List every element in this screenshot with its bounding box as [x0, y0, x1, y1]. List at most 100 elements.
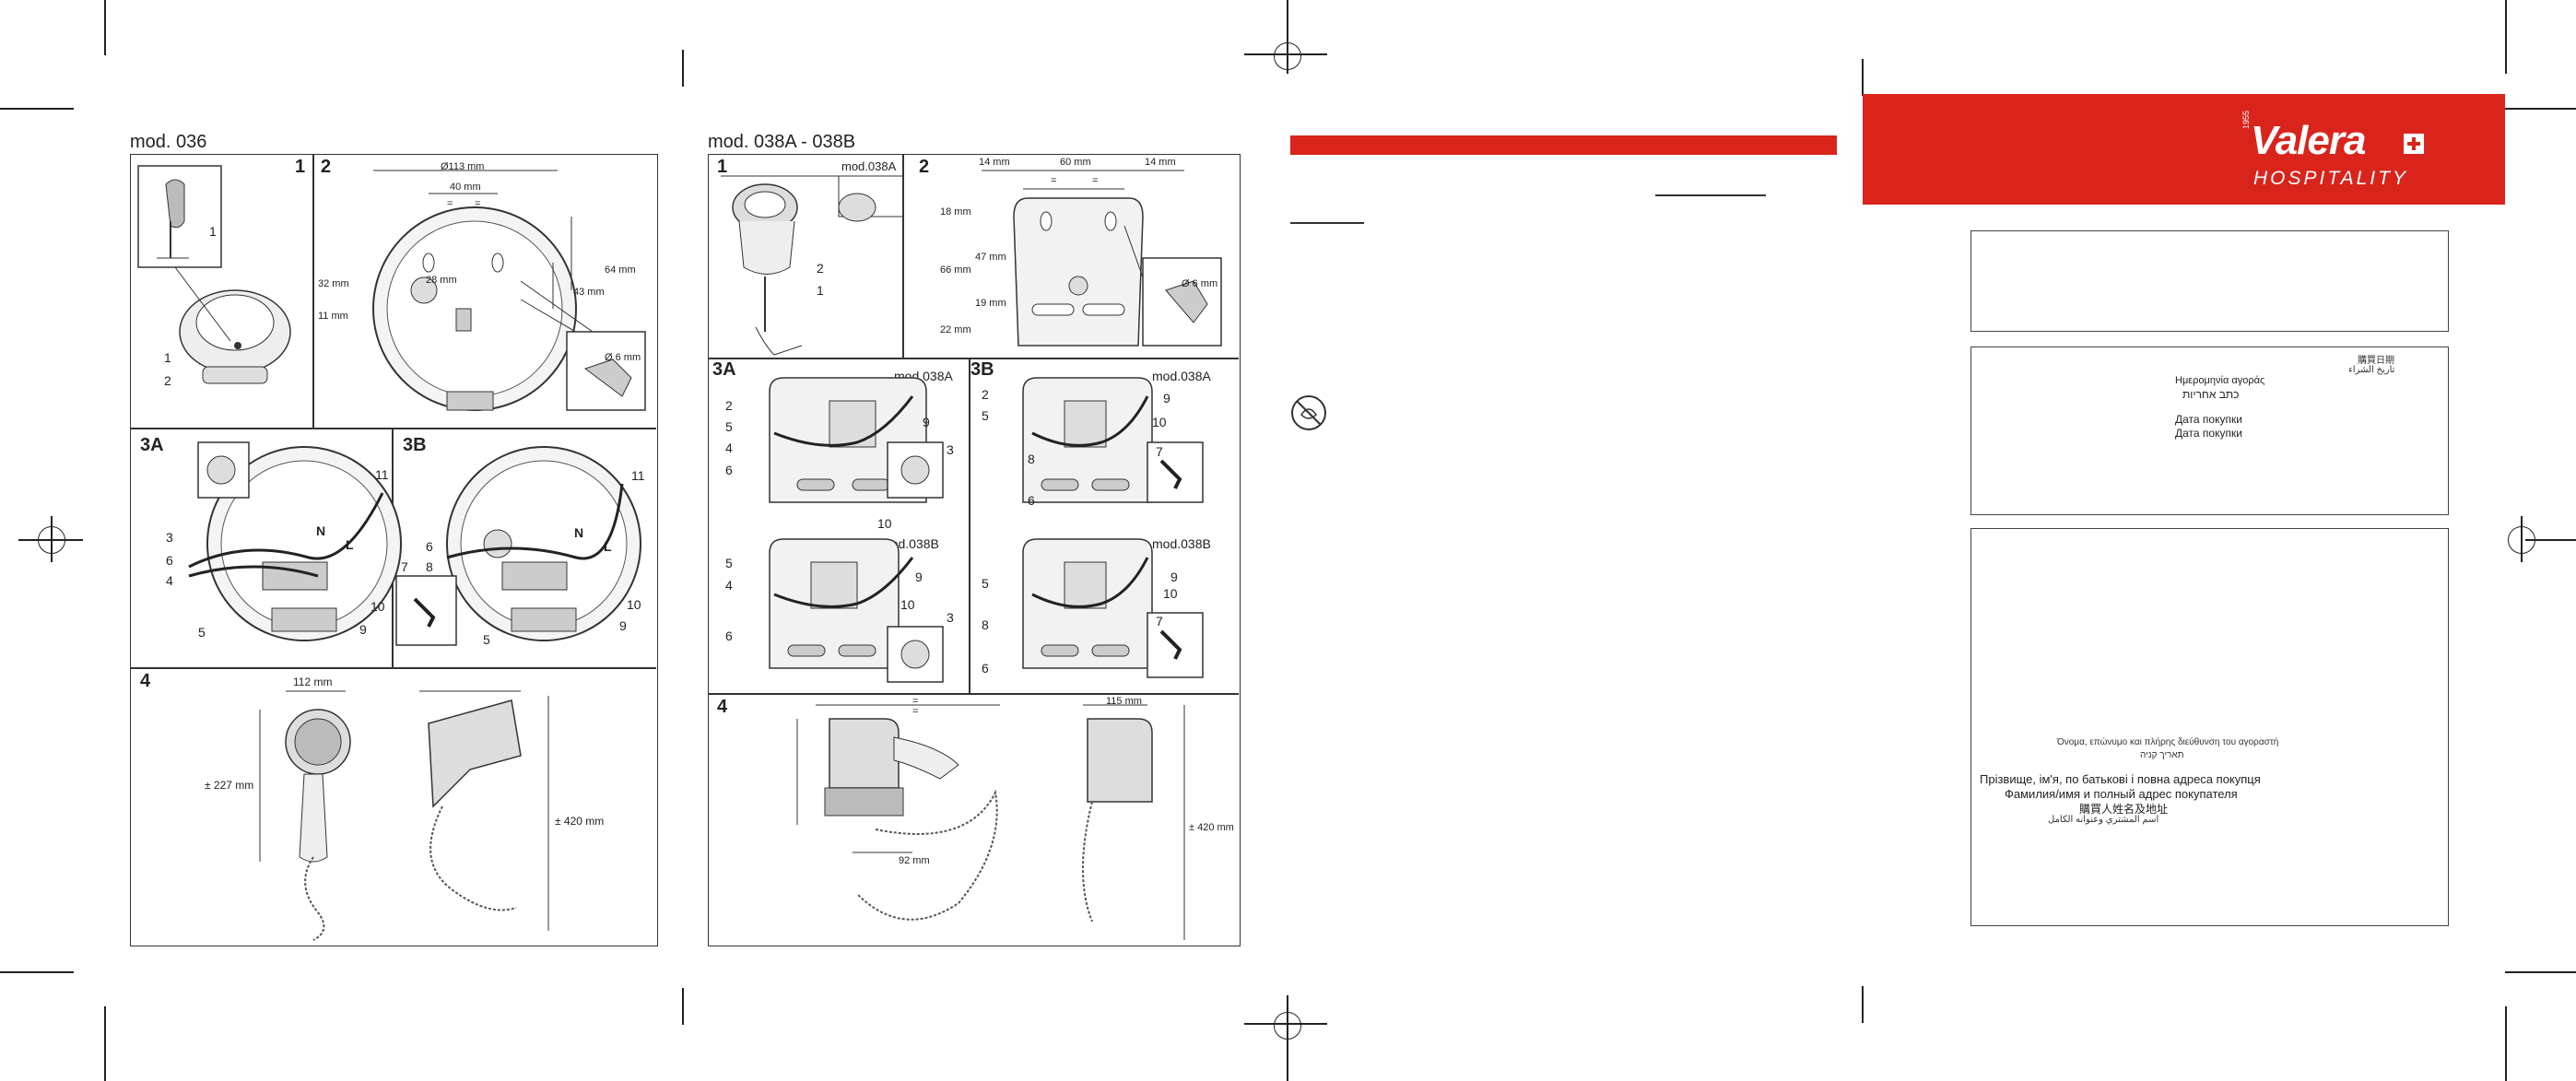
dimension-label: ± 420 mm — [1189, 822, 1234, 833]
wiring-diagram-038a-3b — [1022, 377, 1204, 503]
dimension-label: 32 mm — [318, 278, 349, 289]
dimension-label: 43 mm — [573, 287, 605, 298]
dimension-label: = — [1051, 175, 1057, 186]
buyer-label: Όνομα, επώνυμο και πλήρης διεύθυνση του … — [2057, 737, 2279, 747]
accent-bar — [1290, 135, 1837, 155]
callout-label: 6 — [1028, 493, 1035, 508]
callout-label: 8 — [1028, 452, 1035, 466]
dimension-label: = — [912, 706, 919, 717]
buyer-label: Фамилия/имя и полный адрес покупателя — [2005, 787, 2238, 801]
callout-label: 8 — [982, 617, 989, 632]
brand-cross-icon — [2404, 134, 2424, 154]
buyer-label: اسم المشتري وعنوانه الكامل — [2048, 815, 2159, 825]
model-label: mod.038A — [1152, 369, 1211, 383]
brand-logo: Valera — [2251, 118, 2366, 163]
dimension-label: = — [912, 696, 919, 707]
brand-subtitle: HOSPITALITY — [2253, 168, 2408, 189]
purchase-date-label: Дата покупки — [2175, 413, 2242, 426]
rule-line — [1655, 194, 1766, 196]
buyer-label: 購買人姓名及地址 — [2079, 803, 2169, 816]
dimension-label: ± 420 mm — [555, 815, 605, 828]
callout-label: 2 — [817, 261, 824, 276]
purchase-date-label: כתב אחריות — [2182, 388, 2240, 401]
registration-mark — [1274, 1012, 1301, 1040]
dimension-label: 19 mm — [975, 298, 1006, 309]
buyer-label: תאריך קניה — [2140, 750, 2184, 760]
dimension-label: 14 mm — [1145, 157, 1176, 168]
purchase-date-label: 購買日期 — [2358, 356, 2394, 366]
model-label: mod.038A — [841, 159, 897, 173]
callout-label: 7 — [1156, 614, 1163, 629]
callout-label: 6 — [725, 463, 733, 477]
warranty-stamp-box — [1970, 230, 2449, 332]
callout-label: 3 — [947, 442, 954, 457]
callout-label: 9 — [923, 415, 930, 429]
dimension-label: 18 mm — [940, 206, 971, 217]
dimension-label: 22 mm — [940, 324, 971, 335]
step-number: 1 — [717, 157, 728, 177]
dimension-label: 40 mm — [450, 182, 481, 193]
buyer-label: Прізвище, ім'я, по батькові і повна адре… — [1980, 772, 2261, 786]
dimension-label: 64 mm — [605, 264, 636, 276]
callout-label: 9 — [359, 622, 367, 637]
step-number: 4 — [717, 697, 728, 717]
callout-label: 9 — [915, 570, 923, 584]
callout-label: 1 — [164, 350, 171, 365]
dimension-label: 14 mm — [979, 157, 1010, 168]
wiring-diagram-038b-3a — [769, 538, 944, 683]
brand-year: 1955 — [2241, 110, 2251, 129]
callout-label: 10 — [1152, 415, 1167, 429]
buyer-address-box — [1970, 528, 2449, 926]
callout-label: 5 — [982, 408, 989, 423]
dimension-label: = — [1092, 175, 1099, 186]
dimension-label: 66 mm — [940, 264, 971, 276]
wiring-diagram-038b-3b — [1022, 538, 1204, 678]
hairdryer-dimensions-drawing — [259, 690, 549, 941]
dimension-label: 11 mm — [318, 311, 348, 322]
purchase-date-box — [1970, 347, 2449, 515]
registration-mark — [38, 526, 65, 554]
step-number: 3A — [712, 359, 736, 380]
purchase-date-label: تاريخ الشراء — [2348, 365, 2395, 375]
hairdryer-038-dimensions — [796, 704, 1185, 940]
callout-label: 1 — [209, 224, 217, 239]
step-number: 2 — [919, 157, 930, 177]
dimension-label: 60 mm — [1060, 157, 1091, 168]
dimension-label: 28 mm — [426, 275, 457, 286]
callout-label: 5 — [725, 419, 733, 434]
dimension-label: 115 mm — [1106, 696, 1142, 707]
callout-label: 10 — [877, 516, 892, 531]
callout-label: 1 — [817, 283, 824, 298]
callout-label: 6 — [982, 661, 989, 676]
mount-plate-dimensions — [982, 170, 1222, 347]
callout-label: 11 — [631, 468, 645, 483]
dimension-label: Ø 6 mm — [1182, 278, 1218, 289]
callout-label: 3 — [947, 610, 954, 625]
callout-label: 6 — [725, 629, 733, 643]
no-water-icon — [1291, 395, 1326, 430]
callout-label: 4 — [166, 573, 173, 588]
figure-frame-middle — [708, 154, 1241, 946]
page-title-left: mod. 036 — [130, 132, 207, 152]
step-number: 4 — [140, 671, 151, 691]
wiring-diagram-038a-3a — [769, 377, 944, 503]
callout-label: 5 — [483, 632, 490, 647]
page-title-middle: mod. 038A - 038B — [708, 132, 856, 152]
dimension-label: Ø 6 mm — [605, 352, 641, 363]
callout-label: 2 — [725, 398, 733, 413]
callout-label: N — [574, 525, 584, 540]
callout-label: 5 — [198, 625, 206, 640]
screwdriver-illustration — [137, 165, 291, 384]
callout-label: 4 — [725, 578, 733, 593]
step-number: 1 — [295, 157, 306, 177]
callout-label: 2 — [164, 373, 171, 388]
step-number: 3A — [140, 435, 164, 455]
dimension-label: 47 mm — [975, 252, 1006, 263]
callout-label: L — [604, 539, 612, 554]
dimension-label: ± 227 mm — [205, 779, 254, 792]
brand-header — [1863, 94, 2505, 205]
callout-label: 7 — [1156, 444, 1163, 459]
wiring-diagram-3a — [188, 441, 402, 641]
purchase-date-label: Дата покупки — [2175, 427, 2242, 440]
wiring-diagram-3b — [395, 446, 641, 646]
